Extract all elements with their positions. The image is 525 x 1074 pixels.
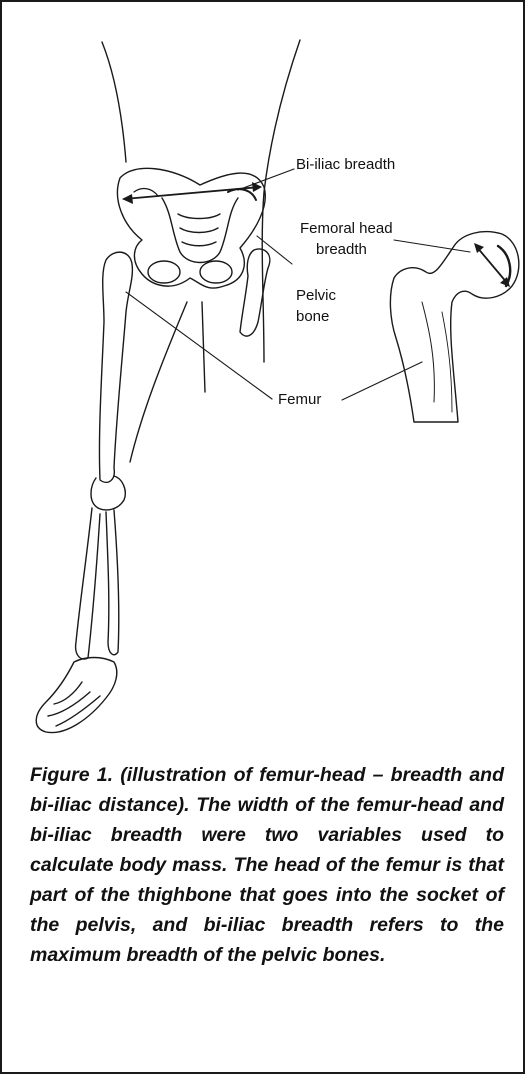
femoral-head-leader (394, 240, 470, 252)
skeleton-illustration (2, 2, 523, 742)
leg-outline (130, 302, 187, 462)
femoral-head-label-line2: breadth (316, 241, 367, 258)
pelvic-bone-label-line1: Pelvic (296, 287, 336, 304)
femur-closeup (390, 232, 518, 422)
figure-caption: Figure 1. (illustration of femur-head – … (30, 760, 504, 970)
body-outline-left (102, 42, 126, 162)
bi-iliac-label: Bi-iliac breadth (296, 156, 395, 173)
femoral-head-label-line1: Femoral head (300, 220, 393, 237)
pelvis-drawing (117, 168, 265, 288)
femur-label: Femur (278, 391, 321, 408)
pelvic-bone-label-line2: bone (296, 308, 329, 325)
femur-leader-left (126, 292, 272, 399)
body-outline-right (262, 40, 300, 362)
leg-skeleton (36, 252, 132, 732)
midline (202, 302, 205, 392)
